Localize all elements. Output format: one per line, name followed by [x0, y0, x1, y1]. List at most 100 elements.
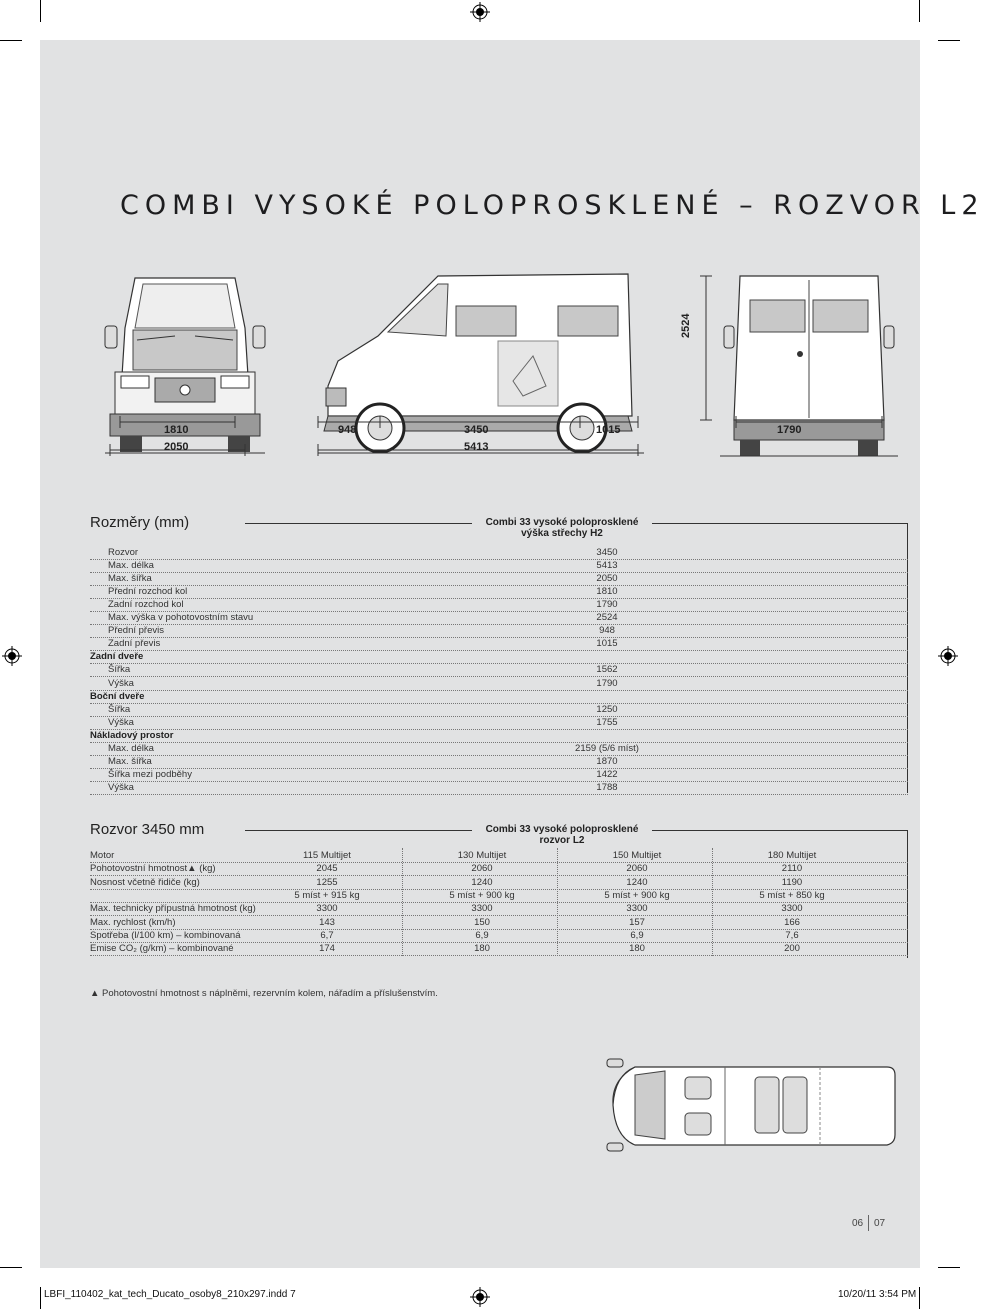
row-value: 150 — [474, 916, 490, 928]
row-value: 2159 (5/6 míst) — [575, 742, 639, 754]
row-value: 1790 — [596, 677, 618, 689]
table-row: Nákladový prostor — [90, 730, 908, 743]
row-value: 5 míst + 900 kg — [604, 889, 670, 901]
row-value: 1562 — [596, 664, 618, 676]
crop-mark — [0, 40, 22, 41]
row-value: 3300 — [626, 903, 648, 915]
row-value: 3300 — [316, 903, 338, 915]
row-label: Max. délka — [108, 560, 154, 572]
row-value: 3300 — [781, 903, 803, 915]
row-label: Boční dveře — [90, 690, 145, 702]
table-row: Max. technicky přípustná hmotnost (kg) 33… — [90, 903, 908, 917]
row-value: 150 Multijet — [612, 850, 662, 861]
row-label: Max. šířka — [108, 755, 152, 767]
row-value: 180 — [474, 943, 490, 955]
van-rear-view — [720, 275, 898, 457]
row-label: Rozvor — [108, 547, 139, 558]
row-label: Přední převis — [108, 625, 164, 637]
front-overhang-label: 948 — [338, 424, 357, 436]
row-label: Max. technicky přípustná hmotnost (kg) — [90, 903, 256, 915]
registration-mark-icon — [938, 646, 958, 666]
crop-mark — [938, 1267, 960, 1268]
row-value: 6,9 — [630, 929, 644, 941]
row-value: 3450 — [596, 547, 618, 558]
height-label: 2524 — [680, 313, 692, 338]
row-value: 1240 — [626, 876, 648, 888]
row-value: 1015 — [596, 638, 618, 650]
row-value: 6,9 — [475, 929, 489, 941]
engine-column-header: Combi 33 vysoké poloprosklené rozvor L2 — [472, 824, 652, 846]
dims-column-header-line1: Combi 33 vysoké poloprosklené — [485, 517, 639, 528]
row-value: 6,7 — [320, 929, 334, 941]
van-front-view — [104, 277, 266, 454]
overall-width-label: 2050 — [164, 441, 189, 453]
row-value: 115 Multijet — [303, 850, 351, 861]
page-number-divider — [868, 1215, 869, 1231]
row-label: Spotřeba (l/100 km) – kombinovaná — [90, 929, 241, 941]
row-value: 200 — [784, 943, 800, 955]
row-value: 143 — [319, 916, 335, 928]
row-value: 1190 — [781, 876, 803, 888]
van-side-view — [318, 273, 644, 454]
overall-length-label: 5413 — [464, 441, 489, 453]
van-top-view — [606, 1058, 896, 1152]
table-right-rule — [907, 830, 908, 958]
crop-mark — [919, 0, 920, 22]
row-value: 1250 — [596, 703, 618, 715]
row-label: Motor — [90, 850, 115, 861]
row-value: 2060 — [471, 863, 493, 875]
dims-column-header-line2: výška střechy H2 — [521, 528, 603, 539]
row-value: 2050 — [596, 573, 618, 585]
crop-mark — [40, 1287, 41, 1309]
page-sheet: COMBI VYSOKÉ POLOPROSKLENÉ – ROZVOR L2 — [40, 40, 979, 1268]
table-row: Šířka 1562 — [90, 664, 908, 678]
row-value: 7,6 — [785, 929, 799, 941]
page-title: COMBI VYSOKÉ POLOPROSKLENÉ – ROZVOR L2 — [120, 190, 985, 221]
row-value: 5 míst + 915 kg — [294, 889, 360, 901]
row-value: 3300 — [471, 903, 493, 915]
dimension-lines — [109, 275, 883, 456]
rear-track-label: 1790 — [777, 424, 802, 436]
row-label: Max. rychlost (km/h) — [90, 916, 176, 928]
page-number-right: 07 — [874, 1218, 886, 1229]
row-value: 1255 — [316, 876, 338, 888]
row-value: 2110 — [781, 863, 803, 875]
row-value: 180 — [629, 943, 645, 955]
table-row: Motor 115 Multijet 130 Multijet 150 Multije… — [90, 850, 908, 863]
registration-mark-icon — [470, 1287, 490, 1307]
table-row: Zadní dveře — [90, 651, 908, 665]
row-value: 1810 — [596, 586, 618, 598]
crop-mark — [40, 0, 41, 22]
crop-mark — [0, 1267, 22, 1268]
row-value: 1788 — [596, 781, 618, 793]
row-value: 180 Multijet — [767, 850, 817, 861]
row-label: Max. šířka — [108, 573, 152, 585]
registration-mark-icon — [470, 2, 490, 22]
engine-column-header-line1: Combi 33 vysoké poloprosklené — [485, 824, 639, 835]
row-label: Zadní rozchod kol — [108, 599, 184, 611]
row-label: Emise CO₂ (g/km) – kombinované — [90, 943, 234, 955]
row-label: Zadní dveře — [90, 651, 144, 663]
table-right-rule — [907, 523, 908, 793]
row-value: 157 — [629, 916, 645, 928]
row-label: Šířka — [108, 664, 131, 676]
front-track-label: 1810 — [164, 424, 189, 436]
row-label: Pohotovostní hmotnost▲ (kg) — [90, 863, 216, 875]
slug-file-name: LBFI_110402_kat_tech_Ducato_osoby8_210x2… — [44, 1289, 296, 1300]
table-row: Rozvor 3450 — [90, 547, 908, 560]
rear-overhang-label: 1015 — [596, 424, 621, 436]
row-value: 174 — [319, 943, 335, 955]
row-value: 130 Multijet — [457, 850, 507, 861]
